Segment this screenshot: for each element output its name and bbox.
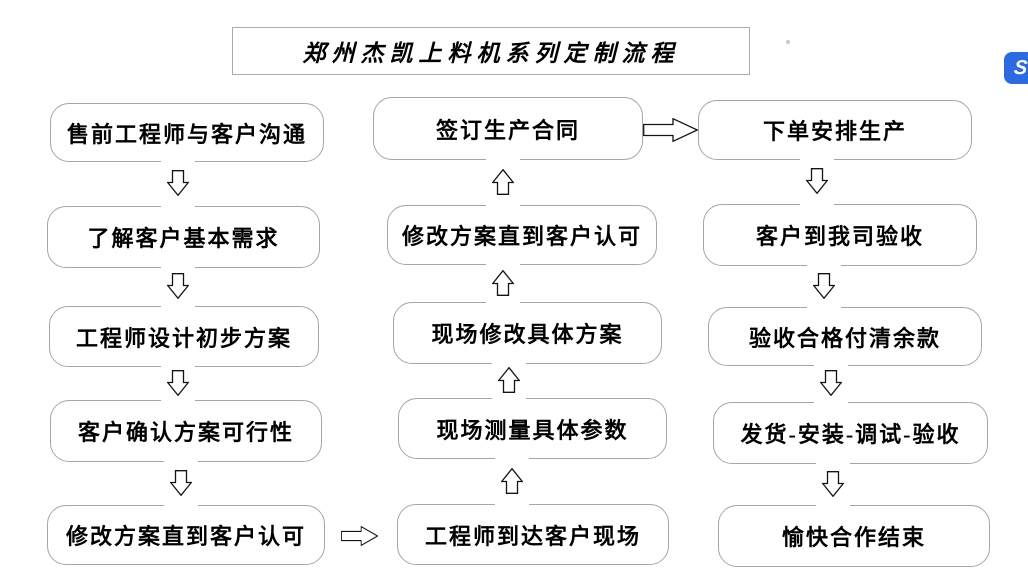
arrow-down-icon [161, 362, 195, 403]
arrow-right-icon [341, 525, 378, 547]
node-design-draft-plan: 工程师设计初步方案 [49, 306, 319, 367]
node-confirm-feasibility: 客户确认方案可行性 [50, 400, 322, 462]
arrow-up-icon [495, 454, 529, 507]
arrow-up-icon [486, 260, 520, 305]
arrow-up-icon [492, 359, 526, 401]
node-customer-acceptance-visit: 客户到我司验收 [703, 204, 977, 266]
node-understand-needs: 了解客户基本需求 [47, 206, 320, 268]
arrow-down-icon [816, 459, 850, 508]
node-place-order-production: 下单安排生产 [698, 100, 972, 160]
arrow-down-icon [164, 457, 198, 508]
node-cooperation-end: 愉快合作结束 [718, 505, 990, 567]
node-engineer-arrives-site: 工程师到达客户现场 [397, 504, 669, 565]
arrow-right-icon [643, 116, 698, 144]
node-onsite-revise-plan: 现场修改具体方案 [393, 302, 662, 364]
node-sign-contract: 签订生产合同 [373, 97, 643, 160]
s-logo-icon: S [1013, 57, 1028, 79]
dot-artifact [786, 40, 790, 44]
node-pay-remaining-balance: 验收合格付清余款 [708, 307, 982, 366]
node-ship-install-debug-accept: 发货-安装-调试-验收 [713, 402, 988, 464]
node-revise-until-approved: 修改方案直到客户认可 [47, 505, 325, 565]
node-presale-communication: 售前工程师与客户沟通 [50, 103, 324, 162]
arrow-down-icon [800, 155, 834, 207]
side-panel-button[interactable]: S [1004, 52, 1028, 84]
flowchart-title: 郑州杰凯上料机系列定制流程 [302, 41, 680, 66]
node-onsite-measure-params: 现场测量具体参数 [398, 398, 667, 459]
node-revise-until-approved-onsite: 修改方案直到客户认可 [387, 205, 657, 265]
arrow-down-icon [814, 361, 848, 405]
arrow-up-icon [486, 155, 520, 208]
arrow-down-icon [161, 157, 195, 209]
arrow-down-icon [161, 263, 195, 309]
arrow-down-icon [807, 261, 841, 310]
flowchart-title-box: 郑州杰凯上料机系列定制流程 [232, 27, 750, 75]
